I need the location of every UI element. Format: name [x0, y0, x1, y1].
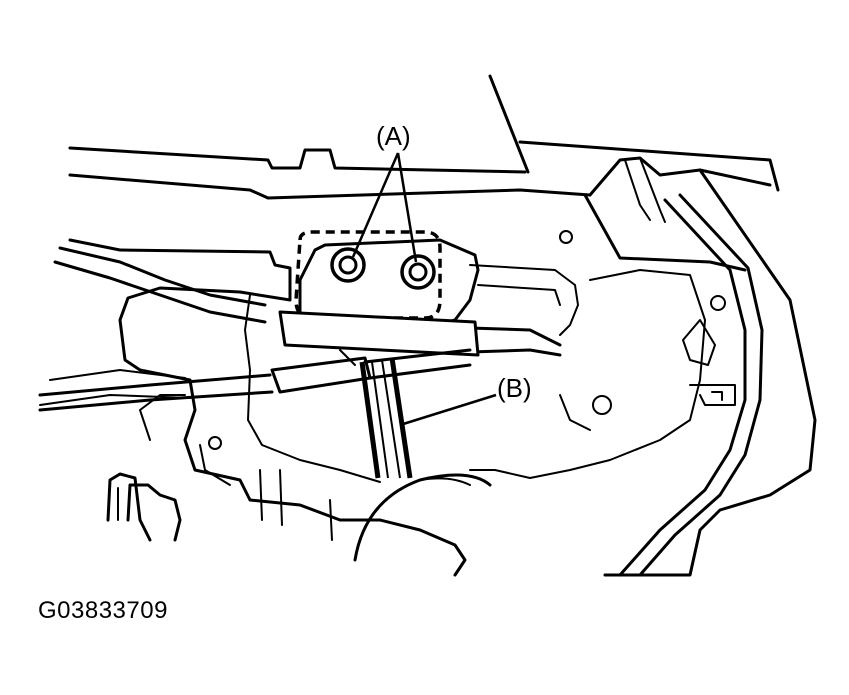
loop-cable — [353, 473, 492, 562]
inner-panel — [68, 193, 747, 577]
bolt-right — [400, 254, 436, 290]
callout-b-label: (B) — [497, 373, 532, 403]
callout-b-leader — [399, 393, 497, 427]
right-wire-harness — [618, 193, 764, 577]
door-frame-outline — [68, 74, 817, 577]
lower-left-clip — [106, 472, 182, 542]
bolt-left — [330, 247, 366, 283]
figure-id: G03833709 — [38, 597, 168, 624]
regulator-rail — [339, 349, 413, 479]
callout-a-label: (A) — [376, 121, 411, 151]
left-panel-section — [39, 246, 267, 441]
lower-cable-sleeve — [38, 348, 472, 412]
upper-cable-sleeve — [278, 310, 562, 357]
callout-a-leaders — [351, 152, 418, 263]
